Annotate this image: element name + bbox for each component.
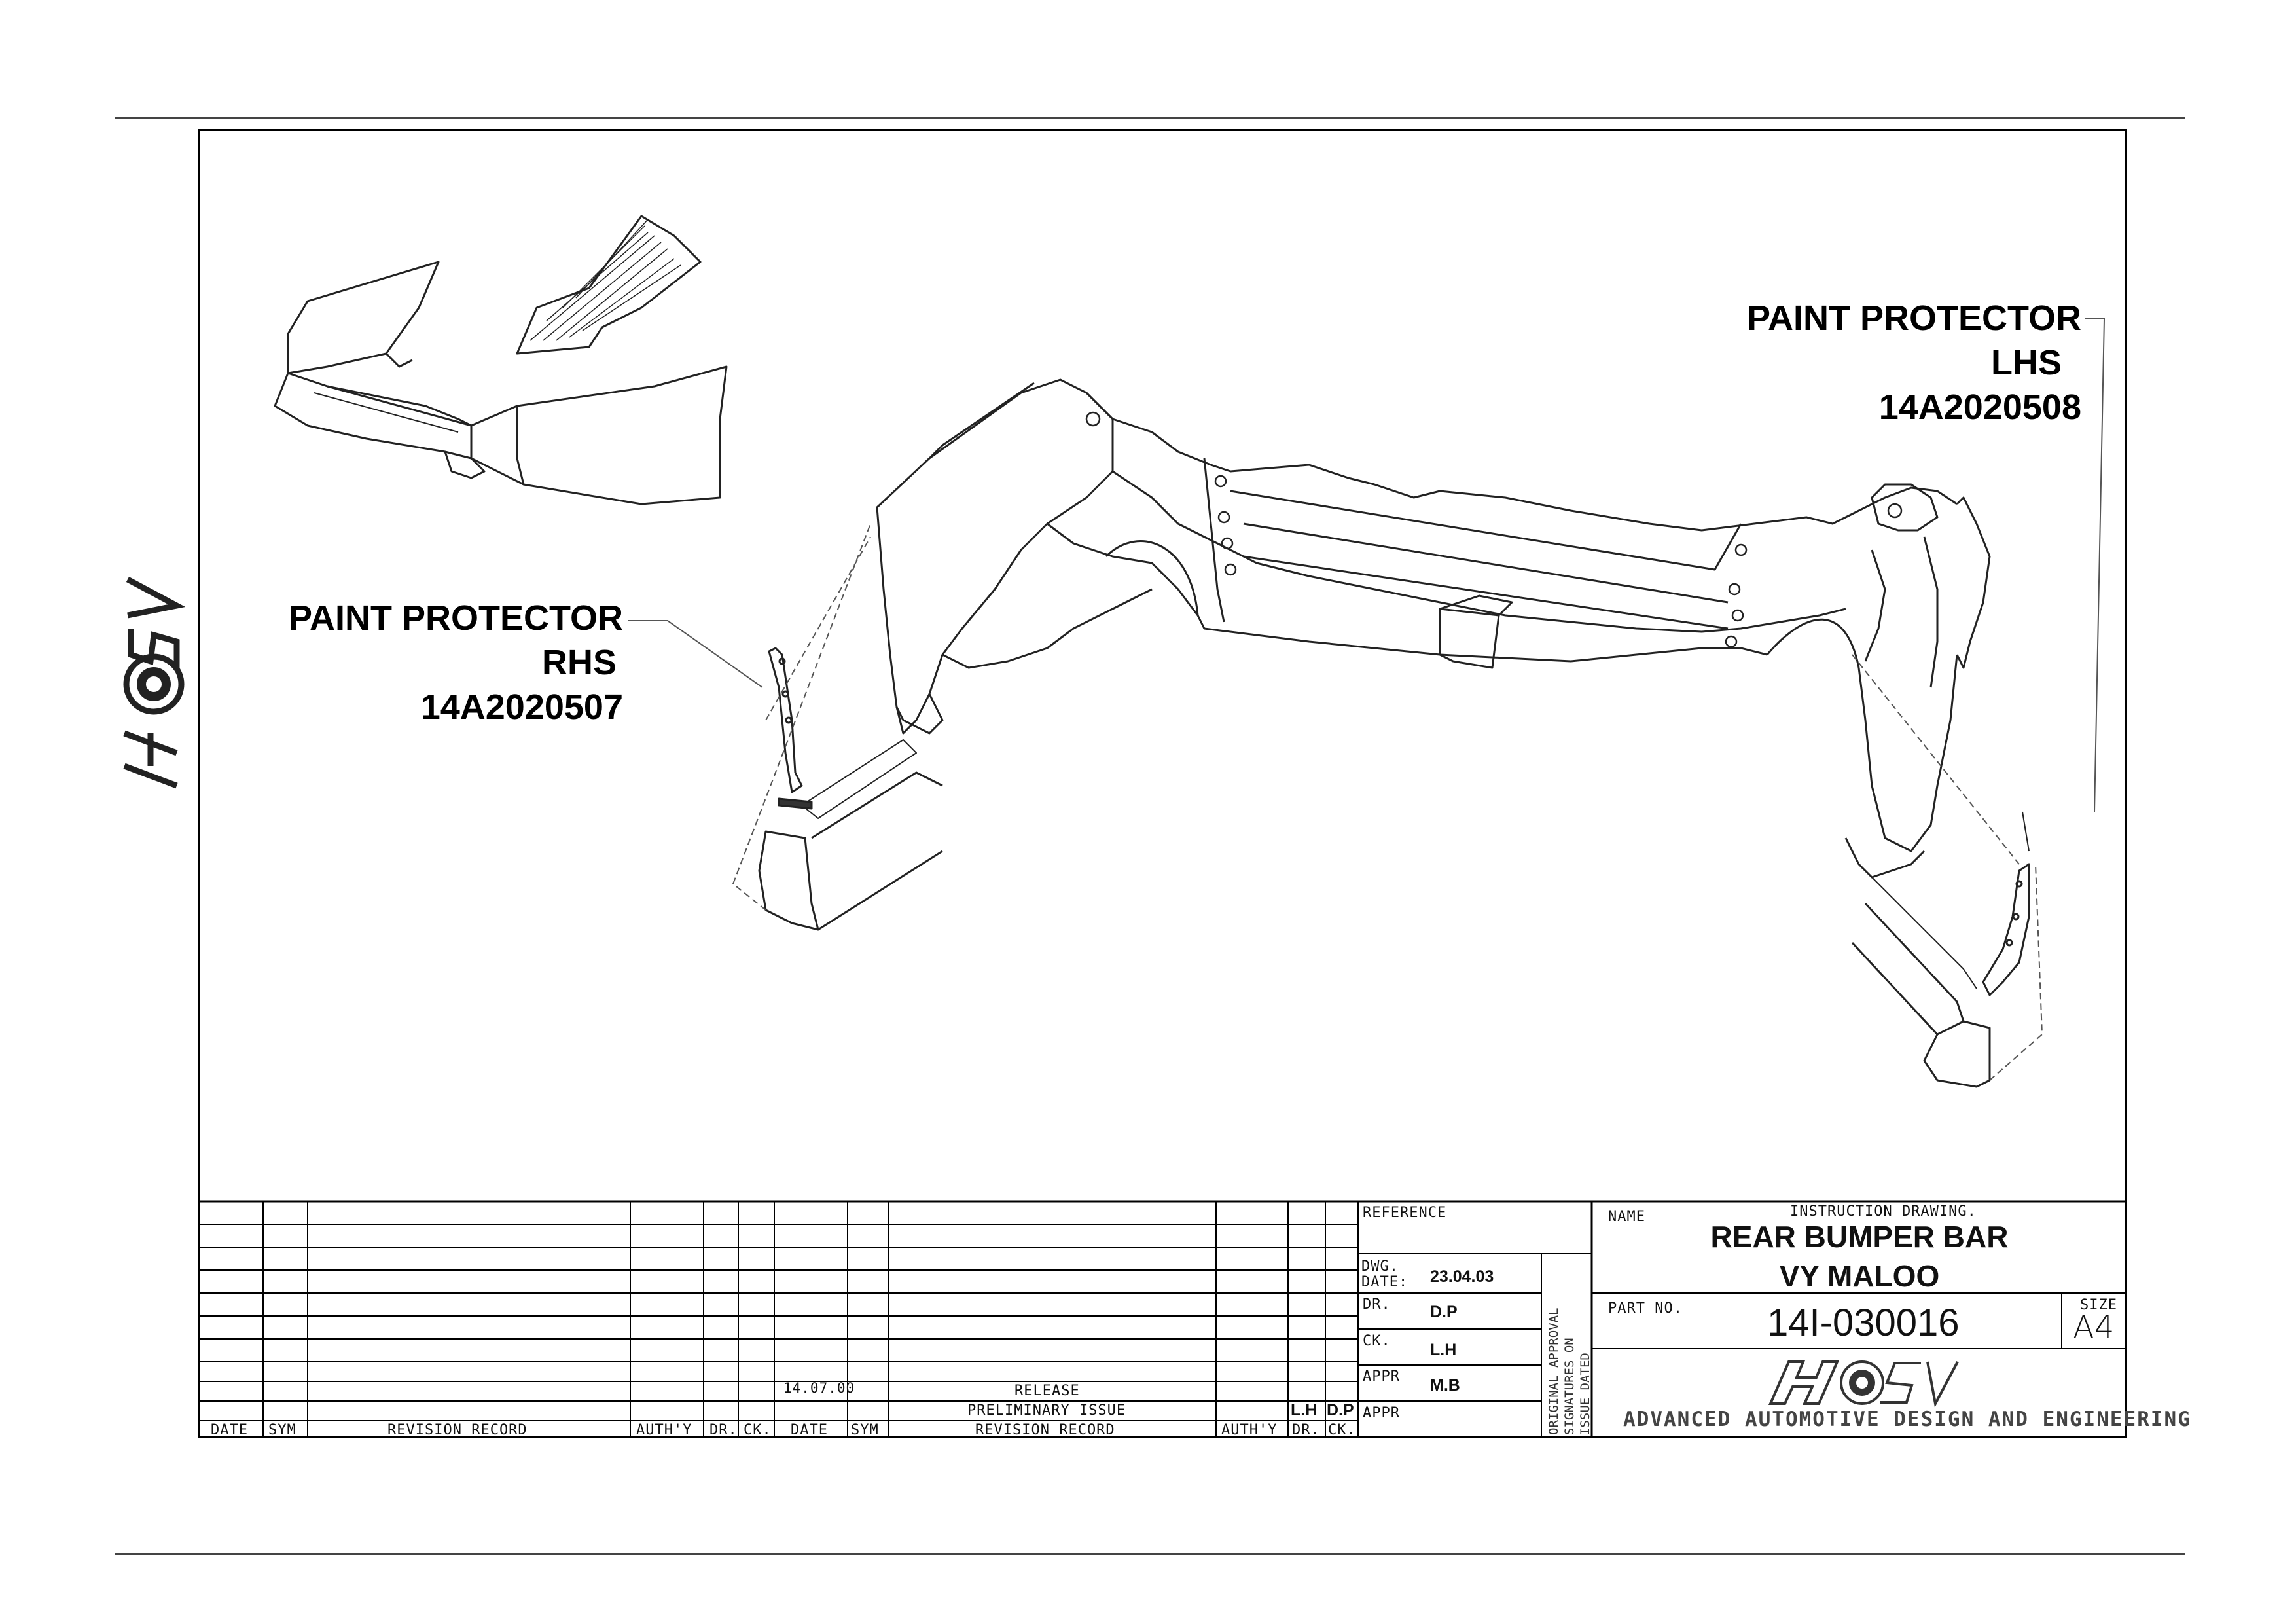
rev-header-record-2: REVISION RECORD	[975, 1422, 1115, 1438]
side-logo	[118, 576, 190, 792]
lhs-leader-line	[2085, 318, 2106, 812]
rhs-leader-line	[628, 620, 763, 688]
rev-header-sym: SYM	[268, 1422, 296, 1438]
bottom-rule	[115, 1553, 2185, 1555]
main-bumper	[876, 378, 1991, 879]
approval-note-line-2: SIGNATURES ON	[1562, 1338, 1577, 1435]
appr-2-label: APPR	[1363, 1405, 1400, 1421]
rev-header-auth-2: AUTH'Y	[1221, 1422, 1278, 1438]
rev-header-sym-2: SYM	[851, 1422, 879, 1438]
rev-header-date: DATE	[211, 1422, 248, 1438]
lhs-callout-side: LHS	[1991, 343, 2062, 382]
appr-label: APPR	[1363, 1368, 1400, 1385]
approval-note-line-3: ISSUE DATED	[1578, 1353, 1592, 1435]
lhs-callout-part-number: 14A2020508	[1878, 388, 2081, 427]
rhs-callout-part-number: 14A2020507	[420, 687, 623, 727]
size-label: SIZE	[2080, 1297, 2117, 1313]
drawing-title-line-1: REAR BUMPER BAR	[1710, 1220, 2009, 1254]
name-label: NAME	[1608, 1209, 1645, 1225]
rev-header-date-2: DATE	[791, 1422, 828, 1438]
rev-row-2-dr: L.H	[1291, 1401, 1318, 1419]
top-rule	[115, 117, 2185, 119]
rev-header-ck: CK.	[744, 1422, 772, 1438]
dr-value: D.P	[1430, 1303, 1458, 1321]
approval-note: ORIGINAL APPROVAL SIGNATURES ON ISSUE DA…	[1546, 1308, 1593, 1435]
rhs-callout-side: RHS	[541, 643, 617, 682]
drawing-type: INSTRUCTION DRAWING.	[1790, 1203, 1977, 1220]
rev-header-dr: DR.	[709, 1422, 738, 1438]
company-name: ADVANCED AUTOMOTIVE DESIGN AND ENGINEERI…	[1623, 1408, 2191, 1431]
direction-arrow	[516, 215, 702, 355]
rev-header-record: REVISION RECORD	[387, 1422, 528, 1438]
size-value: A4	[2073, 1309, 2115, 1346]
drawing-frame	[198, 129, 2127, 1438]
overview-bumper-sketch	[274, 261, 728, 505]
rev-row-2-record: PRELIMINARY ISSUE	[967, 1402, 1126, 1419]
rev-row-1-record: RELEASE	[1014, 1383, 1080, 1399]
hsv-logo-icon	[123, 577, 186, 789]
rev-header-ck-2: CK.	[1328, 1422, 1356, 1438]
lhs-protector-detail	[1851, 811, 2030, 1088]
rhs-callout-title: PAINT PROTECTOR	[288, 598, 623, 638]
dwg-date-label-1: DWG.	[1361, 1258, 1399, 1275]
title-block-logo	[1764, 1357, 1960, 1409]
rhs-callout: PAINT PROTECTOR RHS 14A2020507	[171, 596, 623, 729]
drawing-title-line-2: VY MALOO	[1779, 1259, 1940, 1293]
part-no-label: PART NO.	[1608, 1300, 1683, 1317]
rev-row-2-ck: D.P	[1327, 1401, 1354, 1419]
dwg-date-value: 23.04.03	[1430, 1267, 1494, 1286]
dr-label: DR.	[1363, 1296, 1391, 1313]
lhs-callout: PAINT PROTECTOR LHS 14A2020508	[1630, 296, 2081, 429]
rev-header-dr-2: DR.	[1292, 1422, 1320, 1438]
dwg-date-label-2: DATE:	[1361, 1274, 1408, 1290]
ck-label: CK.	[1363, 1333, 1391, 1349]
part-number: 14I-030016	[1767, 1302, 1960, 1344]
ck-value: L.H	[1430, 1341, 1457, 1359]
lhs-callout-title: PAINT PROTECTOR	[1746, 299, 2081, 338]
rev-header-auth: AUTH'Y	[636, 1422, 692, 1438]
reference-label: REFERENCE	[1363, 1205, 1447, 1221]
rev-row-1-date: 14.07.00	[783, 1380, 855, 1396]
approval-note-line-1: ORIGINAL APPROVAL	[1547, 1307, 1561, 1435]
appr-value: M.B	[1430, 1376, 1460, 1395]
rhs-protector-detail	[758, 647, 943, 931]
hsv-logo-outline-icon	[1768, 1360, 1959, 1408]
